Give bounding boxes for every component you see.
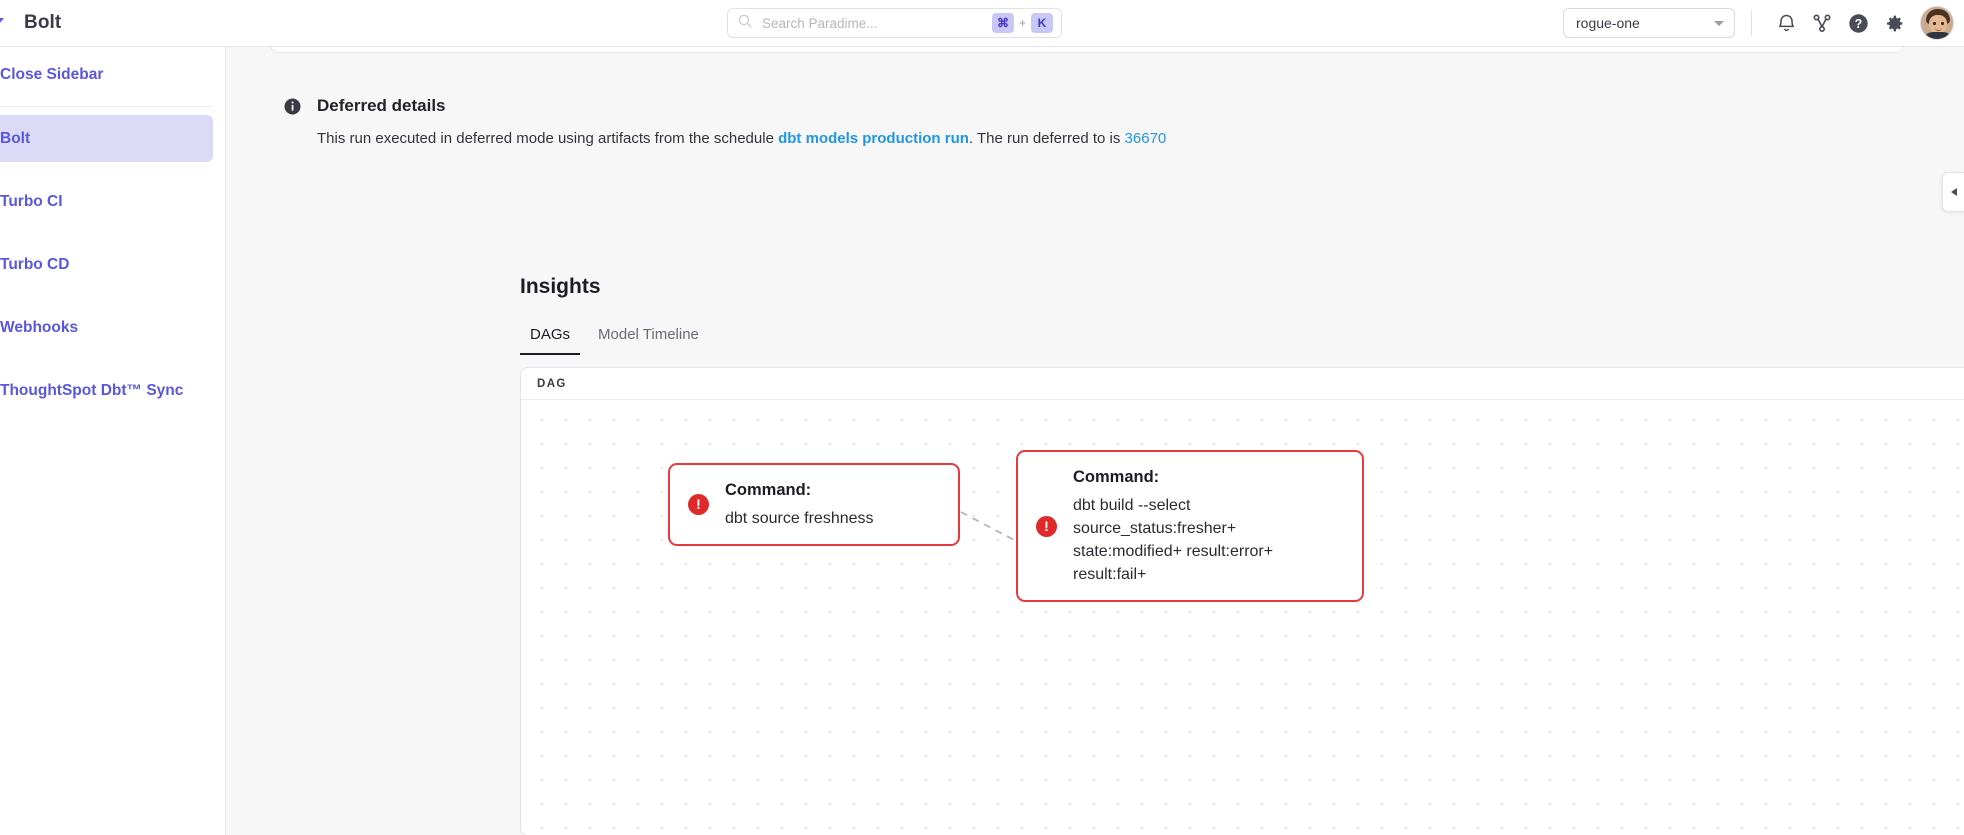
insights-tabs: DAGs Model Timeline xyxy=(520,322,709,355)
spacer xyxy=(0,288,225,304)
main-content: Deferred details This run executed in de… xyxy=(226,47,1964,835)
previous-card-edge xyxy=(270,47,1904,53)
sidebar: Close Sidebar Bolt Turbo CI Turbo CD Web… xyxy=(0,47,226,835)
deferred-details-text-block: Deferred details This run executed in de… xyxy=(317,94,1166,150)
shortcut-cmd-key: ⌘ xyxy=(991,13,1014,33)
dag-node-command-2[interactable]: ! Command: dbt build --select source_sta… xyxy=(1016,450,1364,602)
chevron-left-icon xyxy=(1950,188,1957,196)
sidebar-item-bolt[interactable]: Bolt xyxy=(0,115,213,162)
dag-node-1-title: Command: xyxy=(725,481,812,499)
sidebar-item-webhooks[interactable]: Webhooks xyxy=(0,319,79,336)
shortcut-plus: + xyxy=(1018,16,1026,30)
spacer xyxy=(0,225,225,241)
error-exclamation-icon: ! xyxy=(1036,515,1057,537)
dag-node-2-command: dbt build --select source_status:fresher… xyxy=(1073,497,1274,583)
settings-gear-icon[interactable] xyxy=(1876,5,1912,41)
sidebar-item-turbo-ci[interactable]: Turbo CI xyxy=(0,193,63,210)
tab-model-timeline[interactable]: Model Timeline xyxy=(598,326,699,343)
notifications-bell-icon[interactable] xyxy=(1768,5,1804,41)
page-title: Insights xyxy=(520,275,601,298)
avatar-shirt xyxy=(1923,32,1953,39)
deferred-text-middle: . The run deferred to is xyxy=(968,130,1125,147)
chevron-down-icon xyxy=(1714,20,1724,26)
spacer xyxy=(0,351,225,367)
tab-dags[interactable]: DAGs xyxy=(520,322,581,355)
avatar-smile xyxy=(1935,28,1942,31)
dag-panel-header: DAG xyxy=(521,368,1964,400)
deferred-text-before: This run executed in deferred mode using… xyxy=(317,130,779,147)
deferred-details-section: Deferred details This run executed in de… xyxy=(284,94,1166,150)
environment-value: rogue-one xyxy=(1576,15,1640,31)
brand[interactable]: Bolt xyxy=(0,10,226,36)
divider xyxy=(1751,10,1752,36)
global-search[interactable]: ⌘ + K xyxy=(727,8,1062,38)
sidebar-item-thoughtspot-dbt-sync[interactable]: ThoughtSpot Dbt™ Sync xyxy=(0,382,184,399)
dag-node-command-1[interactable]: ! Command: dbt source freshness xyxy=(668,463,960,546)
dag-canvas[interactable]: ! Command: dbt source freshness ! Comman… xyxy=(521,401,1964,835)
svg-text:?: ? xyxy=(1854,17,1862,31)
sidebar-item-turbo-cd[interactable]: Turbo CD xyxy=(0,256,70,273)
avatar-eye-left xyxy=(1933,22,1936,25)
avatar-eye-right xyxy=(1941,22,1944,25)
search-icon xyxy=(738,14,752,33)
brand-title: Bolt xyxy=(24,12,62,33)
deferred-run-id-link[interactable]: 36670 xyxy=(1124,130,1167,147)
dag-node-1-command: dbt source freshness xyxy=(725,510,874,527)
spacer xyxy=(0,162,225,178)
dag-node-2-body: Command: dbt build --select source_statu… xyxy=(1073,466,1273,586)
sidebar-divider xyxy=(0,106,213,107)
bolt-logo-icon xyxy=(0,10,12,36)
shortcut-k-key: K xyxy=(1031,13,1053,33)
dag-node-1-body: Command: dbt source freshness xyxy=(725,479,874,530)
help-question-icon[interactable]: ? xyxy=(1840,5,1876,41)
info-circle-icon xyxy=(284,98,301,120)
dag-node-2-title: Command: xyxy=(1073,468,1160,486)
git-branch-icon[interactable] xyxy=(1804,5,1840,41)
search-input[interactable] xyxy=(760,14,984,32)
top-bar-actions: rogue-one ? xyxy=(1563,5,1964,41)
search-shortcut: ⌘ + K xyxy=(991,13,1053,33)
error-exclamation-icon: ! xyxy=(688,494,709,515)
deferred-details-body: This run executed in deferred mode using… xyxy=(317,128,1166,150)
top-bar: Bolt ⌘ + K rogue-one xyxy=(0,0,1964,47)
schedule-link[interactable]: dbt models production run xyxy=(778,130,969,147)
sidebar-close-button[interactable]: Close Sidebar xyxy=(0,66,104,83)
dag-panel: DAG ! Command: dbt source freshness ! Co… xyxy=(520,367,1964,835)
user-avatar[interactable] xyxy=(1920,6,1954,40)
avatar-face xyxy=(1929,15,1947,34)
panel-collapse-toggle[interactable] xyxy=(1942,172,1964,212)
deferred-details-title: Deferred details xyxy=(317,96,446,115)
environment-selector[interactable]: rogue-one xyxy=(1563,8,1735,38)
search-area: ⌘ + K xyxy=(226,8,1563,38)
